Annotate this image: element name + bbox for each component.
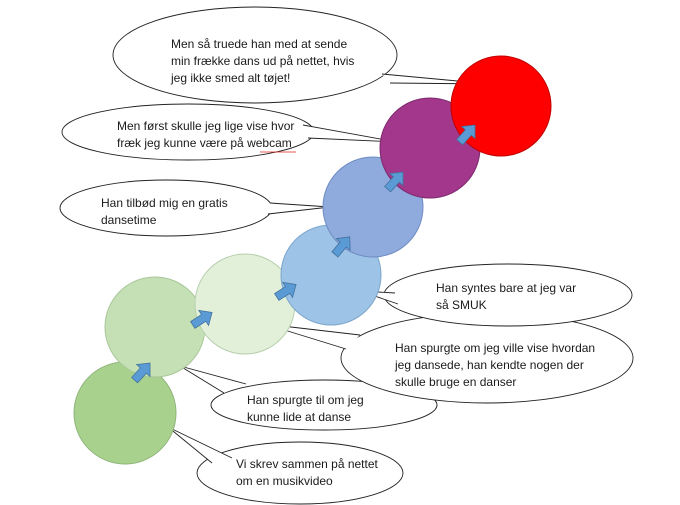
callouts-layer [59,6,634,505]
callout-bubble [179,365,438,431]
arrows-layer [131,124,476,384]
callout-tail-fill [265,324,360,349]
callout-line: skulle bruge en danser [395,375,516,389]
callout-line: om en musikvideo [236,474,333,488]
callout-text-7: Men så truede han med at sende min frække… [170,37,354,85]
arrow-icon [384,171,404,193]
arrow-icon [331,236,351,258]
step-circle-1 [73,361,177,465]
callout-text-4: Han syntes bare at jeg var så SMUK [436,281,576,312]
callout-ellipse [210,379,438,431]
callout-bubble [59,179,331,237]
arrow-icon [190,309,213,329]
callout-line: dansetime [101,213,157,227]
callout-text-1: Vi skrev sammen på nettet om en musikvide… [236,457,379,488]
callout-bubble [61,103,398,161]
callout-tail-fill [268,203,330,214]
callout-line: kunne lide at danse [247,410,351,424]
callout-text-6: Men først skulle jeg lige vise hvor fræk … [117,119,294,150]
callout-text-3: Han spurgte om jeg ville vise hvordan jeg… [394,341,595,389]
callout-text-2: Han spurgte til om jeg kunne lide at dans… [247,393,364,424]
callout-ellipse [196,441,404,505]
callout-line: Men så truede han med at sende [171,37,347,51]
arrow-icon [131,362,151,384]
callout-line: min frække dans ud på nettet, hvis [171,54,354,68]
callout-line: jeg ikke smed alt tøjet! [170,71,290,85]
callout-ellipse [112,6,398,104]
callout-ellipse [383,263,633,327]
callout-line: så SMUK [436,298,487,312]
callout-line: Han spurgte om jeg ville vise hvordan [395,341,595,355]
callout-tail-fill [168,427,232,463]
arrow-icon [274,281,297,301]
circles-layer [73,55,552,465]
arrow-icon [456,124,476,146]
callout-line: Men først skulle jeg lige vise hvor [117,119,294,133]
callout-line: fræk jeg kunne være på webcam [117,136,292,150]
callout-text-layer: Vi skrev sammen på nettet om en musikvide… [101,37,595,488]
callout-line: Vi skrev sammen på nettet [236,457,379,471]
callout-bubble [359,263,633,327]
callout-text-5: Han tilbød mig en gratis dansetime [101,196,228,227]
callout-line: Han tilbød mig en gratis [101,196,228,210]
callout-line: Han syntes bare at jeg var [436,281,576,295]
callout-line: Han spurgte til om jeg [247,393,364,407]
callout-tail-fill [180,366,246,393]
callout-line: jeg dansede, han kendte nogen der [394,358,584,372]
step-circle-2 [104,276,206,378]
step-circle-3 [194,253,296,355]
callout-bubble [167,426,404,505]
step-circle-7 [450,55,552,157]
